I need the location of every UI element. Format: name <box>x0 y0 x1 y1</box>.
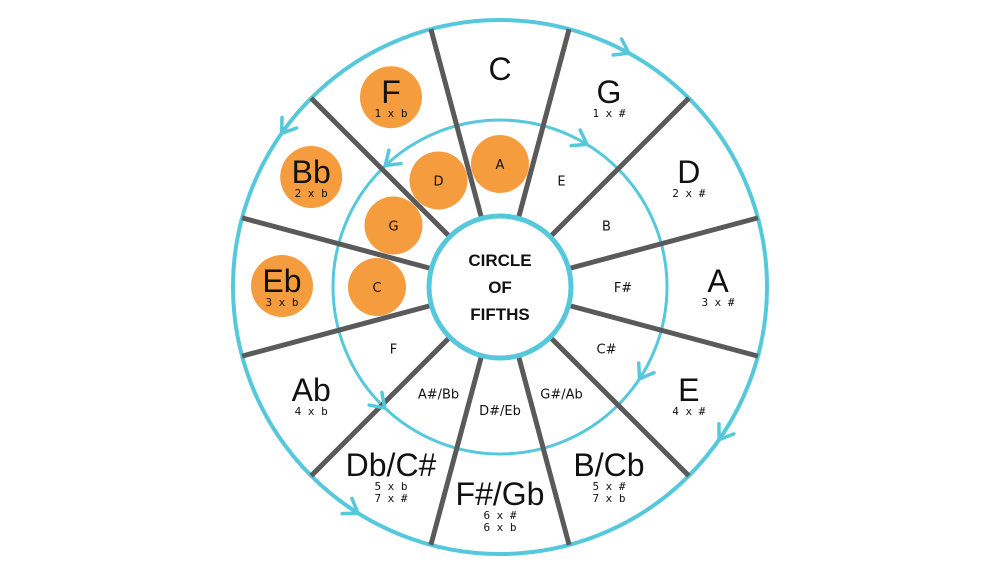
major-key-db-c-sharp-label: Db/C# <box>346 447 437 483</box>
major-key-f-sharp-gb-label: F#/Gb <box>456 476 545 512</box>
major-key-g-label: G <box>597 74 622 110</box>
major-key-d-signature: 2 x # <box>672 187 705 200</box>
major-key-labels: CG1 x #D2 x #A3 x #E4 x #B/Cb5 x #7 x bF… <box>262 51 734 534</box>
center-title-line-2: OF <box>488 278 512 297</box>
minor-key-g-label: G <box>388 220 398 235</box>
major-key-d-label: D <box>677 154 700 190</box>
sector-divider <box>515 28 572 220</box>
major-key-f-label: F <box>381 74 401 110</box>
counterclockwise-arrow-icon <box>340 496 360 516</box>
major-key-eb-highlight <box>251 255 313 317</box>
major-key-ab-label: Ab <box>292 372 331 408</box>
clockwise-arrow-icon <box>569 128 589 148</box>
major-key-eb-label: Eb <box>262 263 301 299</box>
major-key-c-label: C <box>488 51 511 87</box>
minor-key-a-highlight <box>471 135 529 193</box>
minor-key-d-label: D <box>433 174 443 189</box>
sector-divider <box>241 302 433 359</box>
major-key-e-signature: 4 x # <box>672 405 705 418</box>
sector-divider <box>428 354 485 546</box>
major-key-e-label: E <box>678 372 699 408</box>
minor-key-f-label: F <box>390 343 397 358</box>
major-key-ab-signature: 4 x b <box>295 405 328 418</box>
major-key-bb-label: Bb <box>292 154 331 190</box>
minor-key-a-sharp-bb-label: A#/Bb <box>418 388 459 403</box>
minor-key-labels: A E B F# C# G#/AbD#/Eb A#/Bb F C G D <box>372 158 632 419</box>
major-key-eb-signature: 3 x b <box>265 296 298 309</box>
major-key-f-highlight <box>360 66 422 129</box>
major-key-f-sharp-gb-signature: 6 x b <box>483 521 516 534</box>
clockwise-arrow-icon <box>637 361 656 381</box>
sector-divider <box>548 96 691 239</box>
sector-divider <box>548 335 691 478</box>
major-key-f-sharp-gb-signature: 6 x # <box>483 509 516 522</box>
middle-ring <box>331 118 669 456</box>
major-key-a-label: A <box>707 263 729 299</box>
minor-key-e-label: E <box>557 174 565 189</box>
center-title: CIRCLE OF FIFTHS <box>468 251 531 324</box>
minor-highlights <box>348 135 529 316</box>
sector-divider <box>567 302 759 359</box>
sector-divider <box>515 354 572 546</box>
minor-key-b-label: B <box>602 220 611 235</box>
major-key-db-c-sharp-signature: 5 x b <box>374 480 407 493</box>
minor-key-d-highlight <box>409 151 468 210</box>
major-key-b-cb-signature: 7 x b <box>592 492 625 505</box>
rings <box>231 18 769 556</box>
direction-arrows <box>279 37 736 516</box>
outer-ring <box>231 18 769 556</box>
center-title-line-1: CIRCLE <box>468 251 531 270</box>
major-highlights <box>251 66 422 317</box>
center-title-line-3: FIFTHS <box>470 305 530 324</box>
minor-key-d-sharp-eb-label: D#/Eb <box>479 404 521 419</box>
clockwise-arrow-icon <box>717 422 736 442</box>
minor-key-g-highlight <box>364 196 423 255</box>
minor-key-c-label: C <box>372 281 381 296</box>
counterclockwise-arrow-icon <box>383 148 403 168</box>
sector-divider <box>241 215 433 272</box>
sector-divider <box>309 96 452 239</box>
major-key-b-cb-signature: 5 x # <box>592 480 625 493</box>
major-key-f-signature: 1 x b <box>374 107 407 120</box>
major-key-g-signature: 1 x # <box>592 107 625 120</box>
major-key-b-cb-label: B/Cb <box>573 447 644 483</box>
minor-key-f-sharp-label: F# <box>614 281 632 296</box>
major-key-db-c-sharp-signature: 7 x # <box>374 492 407 505</box>
major-key-bb-signature: 2 x b <box>295 187 328 200</box>
minor-key-g-sharp-ab-label: G#/Ab <box>540 388 583 403</box>
counterclockwise-arrow-icon <box>367 390 387 410</box>
major-key-bb-highlight <box>280 146 343 208</box>
sector-divider <box>567 215 759 272</box>
clockwise-arrow-icon <box>611 37 631 57</box>
sector-divider <box>428 28 485 220</box>
counterclockwise-arrow-icon <box>279 115 299 136</box>
center-circle <box>426 213 574 361</box>
minor-key-c-sharp-label: C# <box>597 343 617 358</box>
major-key-a-signature: 3 x # <box>701 296 734 309</box>
minor-key-c-highlight <box>348 258 406 316</box>
minor-key-a-label: A <box>496 158 505 173</box>
